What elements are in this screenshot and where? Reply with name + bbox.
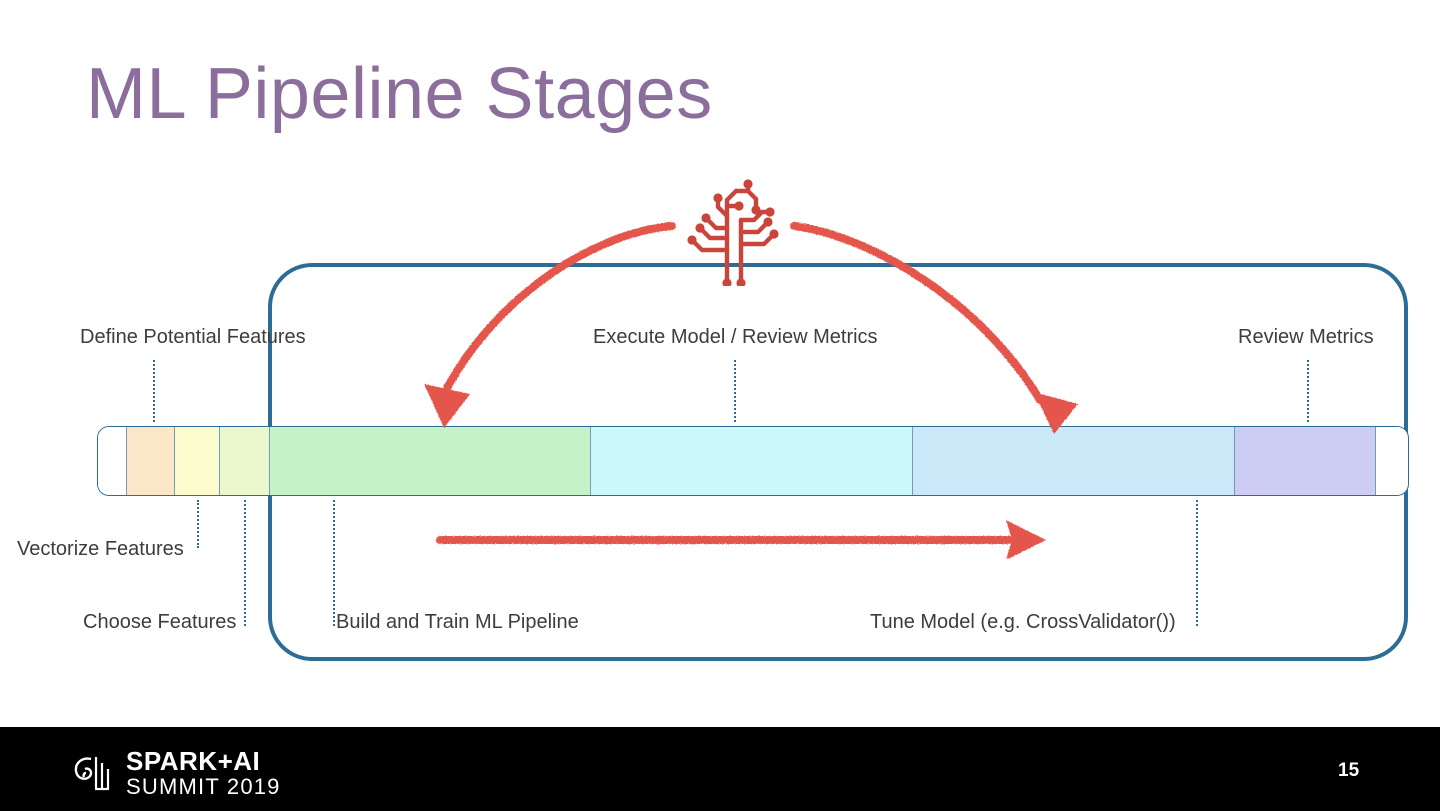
label-build-and-train-ml-pipeline: Build and Train ML Pipeline	[336, 611, 579, 633]
seg-review-metrics	[1235, 427, 1376, 495]
footer-bar	[0, 727, 1440, 811]
label-vectorize-features: Vectorize Features	[17, 538, 184, 560]
label-review-metrics: Review Metrics	[1238, 326, 1374, 348]
connector-vectorize-features	[197, 500, 199, 548]
connector-define-potential-features	[153, 360, 155, 422]
spark-ai-logo-text: SPARK+AI SUMMIT 2019	[126, 748, 281, 798]
seg-choose-features	[175, 427, 220, 495]
seg-tune-model	[913, 427, 1235, 495]
label-execute-model-review: Execute Model / Review Metrics	[593, 326, 878, 348]
seg-end	[1376, 427, 1407, 495]
label-define-potential-features: Define Potential Features	[80, 326, 306, 348]
connector-build-and-train	[333, 500, 335, 626]
page-title: ML Pipeline Stages	[86, 54, 713, 134]
seg-define-features	[127, 427, 175, 495]
connector-choose-features	[244, 500, 246, 626]
pipeline-stage-bar	[97, 426, 1409, 496]
label-choose-features: Choose Features	[83, 611, 237, 633]
connector-execute-model-review	[734, 360, 736, 422]
seg-start	[98, 427, 127, 495]
seg-vectorize-features	[220, 427, 270, 495]
label-tune-model: Tune Model (e.g. CrossValidator())	[870, 611, 1176, 633]
page-number: 15	[1338, 760, 1360, 781]
logo-line-2: SUMMIT 2019	[126, 774, 281, 799]
logo-line-1: SPARK+AI	[126, 746, 261, 776]
connector-review-metrics	[1307, 360, 1309, 422]
spark-ai-summit-logo: SPARK+AI SUMMIT 2019	[72, 748, 281, 798]
connector-tune-model	[1196, 500, 1198, 626]
circuit-tree-icon	[682, 176, 786, 288]
seg-execute-review	[591, 427, 913, 495]
seg-build-train	[270, 427, 591, 495]
spark-ai-logo-mark	[74, 757, 110, 791]
